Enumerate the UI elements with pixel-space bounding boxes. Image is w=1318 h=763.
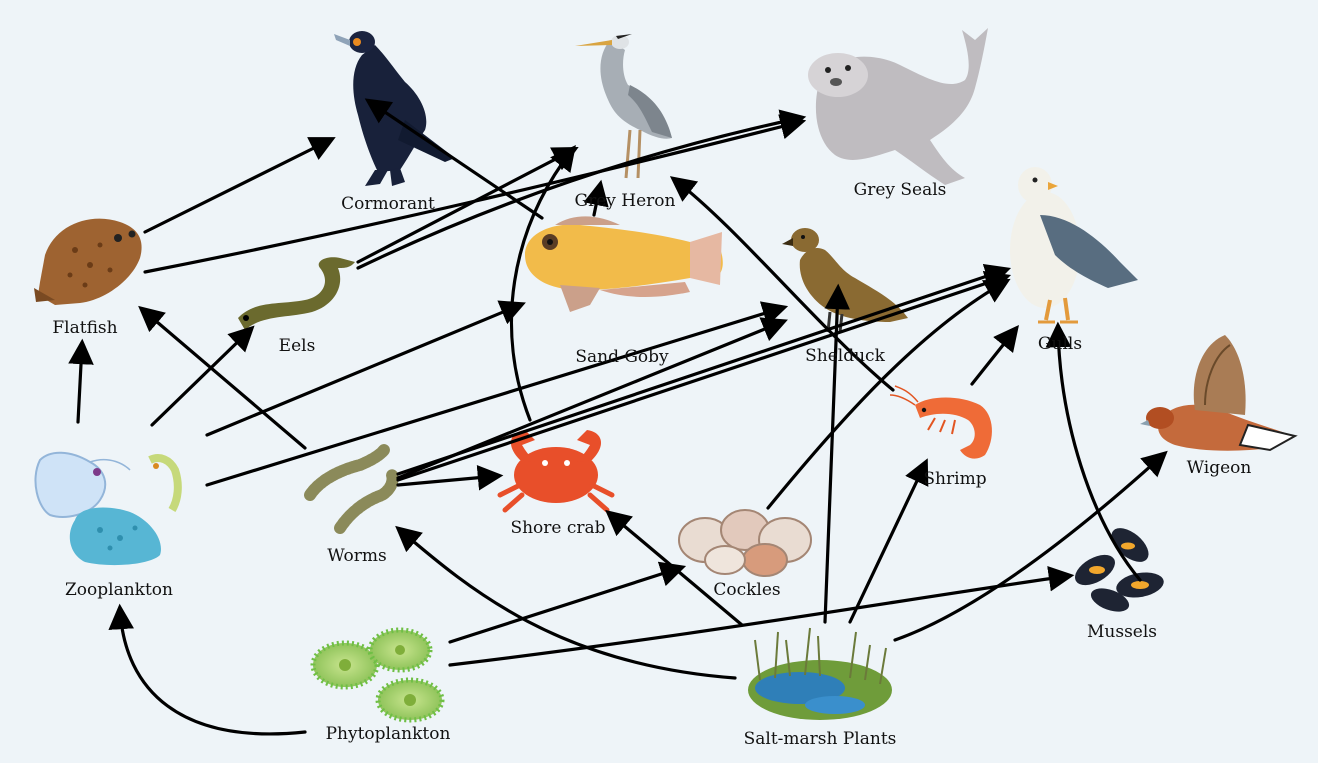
label-worms: Worms xyxy=(327,546,387,566)
arrow-zoo-goby xyxy=(205,300,526,437)
grey-seal-icon xyxy=(808,28,988,185)
arrow-marsh-worms xyxy=(395,525,737,680)
zooplankton-icon xyxy=(34,451,182,566)
arrow-zoo-flatfish xyxy=(68,338,94,424)
arrow-eels-seals xyxy=(356,109,807,270)
arrow-goby-heron xyxy=(583,179,609,217)
label-eels: Eels xyxy=(278,336,316,356)
arrow-eels-heron xyxy=(356,147,579,264)
arrow-worms-gulls-2 xyxy=(396,270,1012,482)
phytoplankton-icon xyxy=(310,627,445,723)
label-shelduck: Shelduck xyxy=(805,346,885,366)
flatfish-icon xyxy=(34,218,142,305)
arrow-marsh-crab xyxy=(605,509,744,627)
shore-crab-icon xyxy=(497,430,615,513)
gull-icon xyxy=(1010,167,1138,324)
arrow-worms-crab xyxy=(396,464,504,491)
arrow-marsh-wigeon xyxy=(893,450,1168,642)
label-sand-goby: Sand Goby xyxy=(575,347,669,367)
arrow-worms-gulls-1 xyxy=(396,263,1012,476)
arrow-goby-cormorant xyxy=(364,98,544,220)
grey-heron-icon xyxy=(575,34,672,179)
arrow-flatfish-cormorant xyxy=(143,137,336,234)
arrow-zoo-shelduck xyxy=(205,301,789,487)
label-zooplankton: Zooplankton xyxy=(64,580,174,600)
salt-marsh-icon xyxy=(748,627,892,720)
label-phytoplankton: Phytoplankton xyxy=(325,724,451,744)
label-cormorant: Cormorant xyxy=(341,194,435,214)
label-grey-heron: Grey Heron xyxy=(574,191,676,211)
label-shore-crab: Shore crab xyxy=(510,518,606,538)
arrow-shrimp-heron xyxy=(669,176,895,392)
wigeon-icon xyxy=(1140,335,1298,452)
flow-arrows xyxy=(68,98,1168,736)
arrow-zoo-eels xyxy=(150,325,255,427)
sand-goby-icon xyxy=(525,216,723,312)
label-gulls: Gulls xyxy=(1037,334,1083,354)
label-flatfish: Flatfish xyxy=(52,318,118,338)
arrow-marsh-shelduck xyxy=(823,283,851,624)
shrimp-icon xyxy=(889,385,992,459)
arrow-worms-flatfish xyxy=(138,305,307,450)
mussel-icon xyxy=(1075,528,1164,612)
label-grey-seals: Grey Seals xyxy=(853,180,947,200)
cockle-icon xyxy=(678,509,812,577)
eel-icon xyxy=(238,257,355,330)
arrow-flatfish-seals xyxy=(143,114,807,274)
arrow-phyto-cockles xyxy=(448,561,687,644)
worm-icon xyxy=(304,444,399,534)
arrow-shrimp-gulls xyxy=(970,324,1019,386)
cormorant-icon xyxy=(334,31,455,186)
arrow-phyto-zoo xyxy=(108,603,307,736)
arrow-marsh-shrimp xyxy=(848,458,929,624)
label-salt-marsh-plants: Salt-marsh Plants xyxy=(743,729,897,749)
arrow-mussels-gulls xyxy=(1045,321,1142,582)
label-shrimp: Shrimp xyxy=(923,469,987,489)
label-wigeon: Wigeon xyxy=(1186,458,1252,478)
label-mussels: Mussels xyxy=(1086,622,1158,642)
label-cockles: Cockles xyxy=(713,580,781,600)
